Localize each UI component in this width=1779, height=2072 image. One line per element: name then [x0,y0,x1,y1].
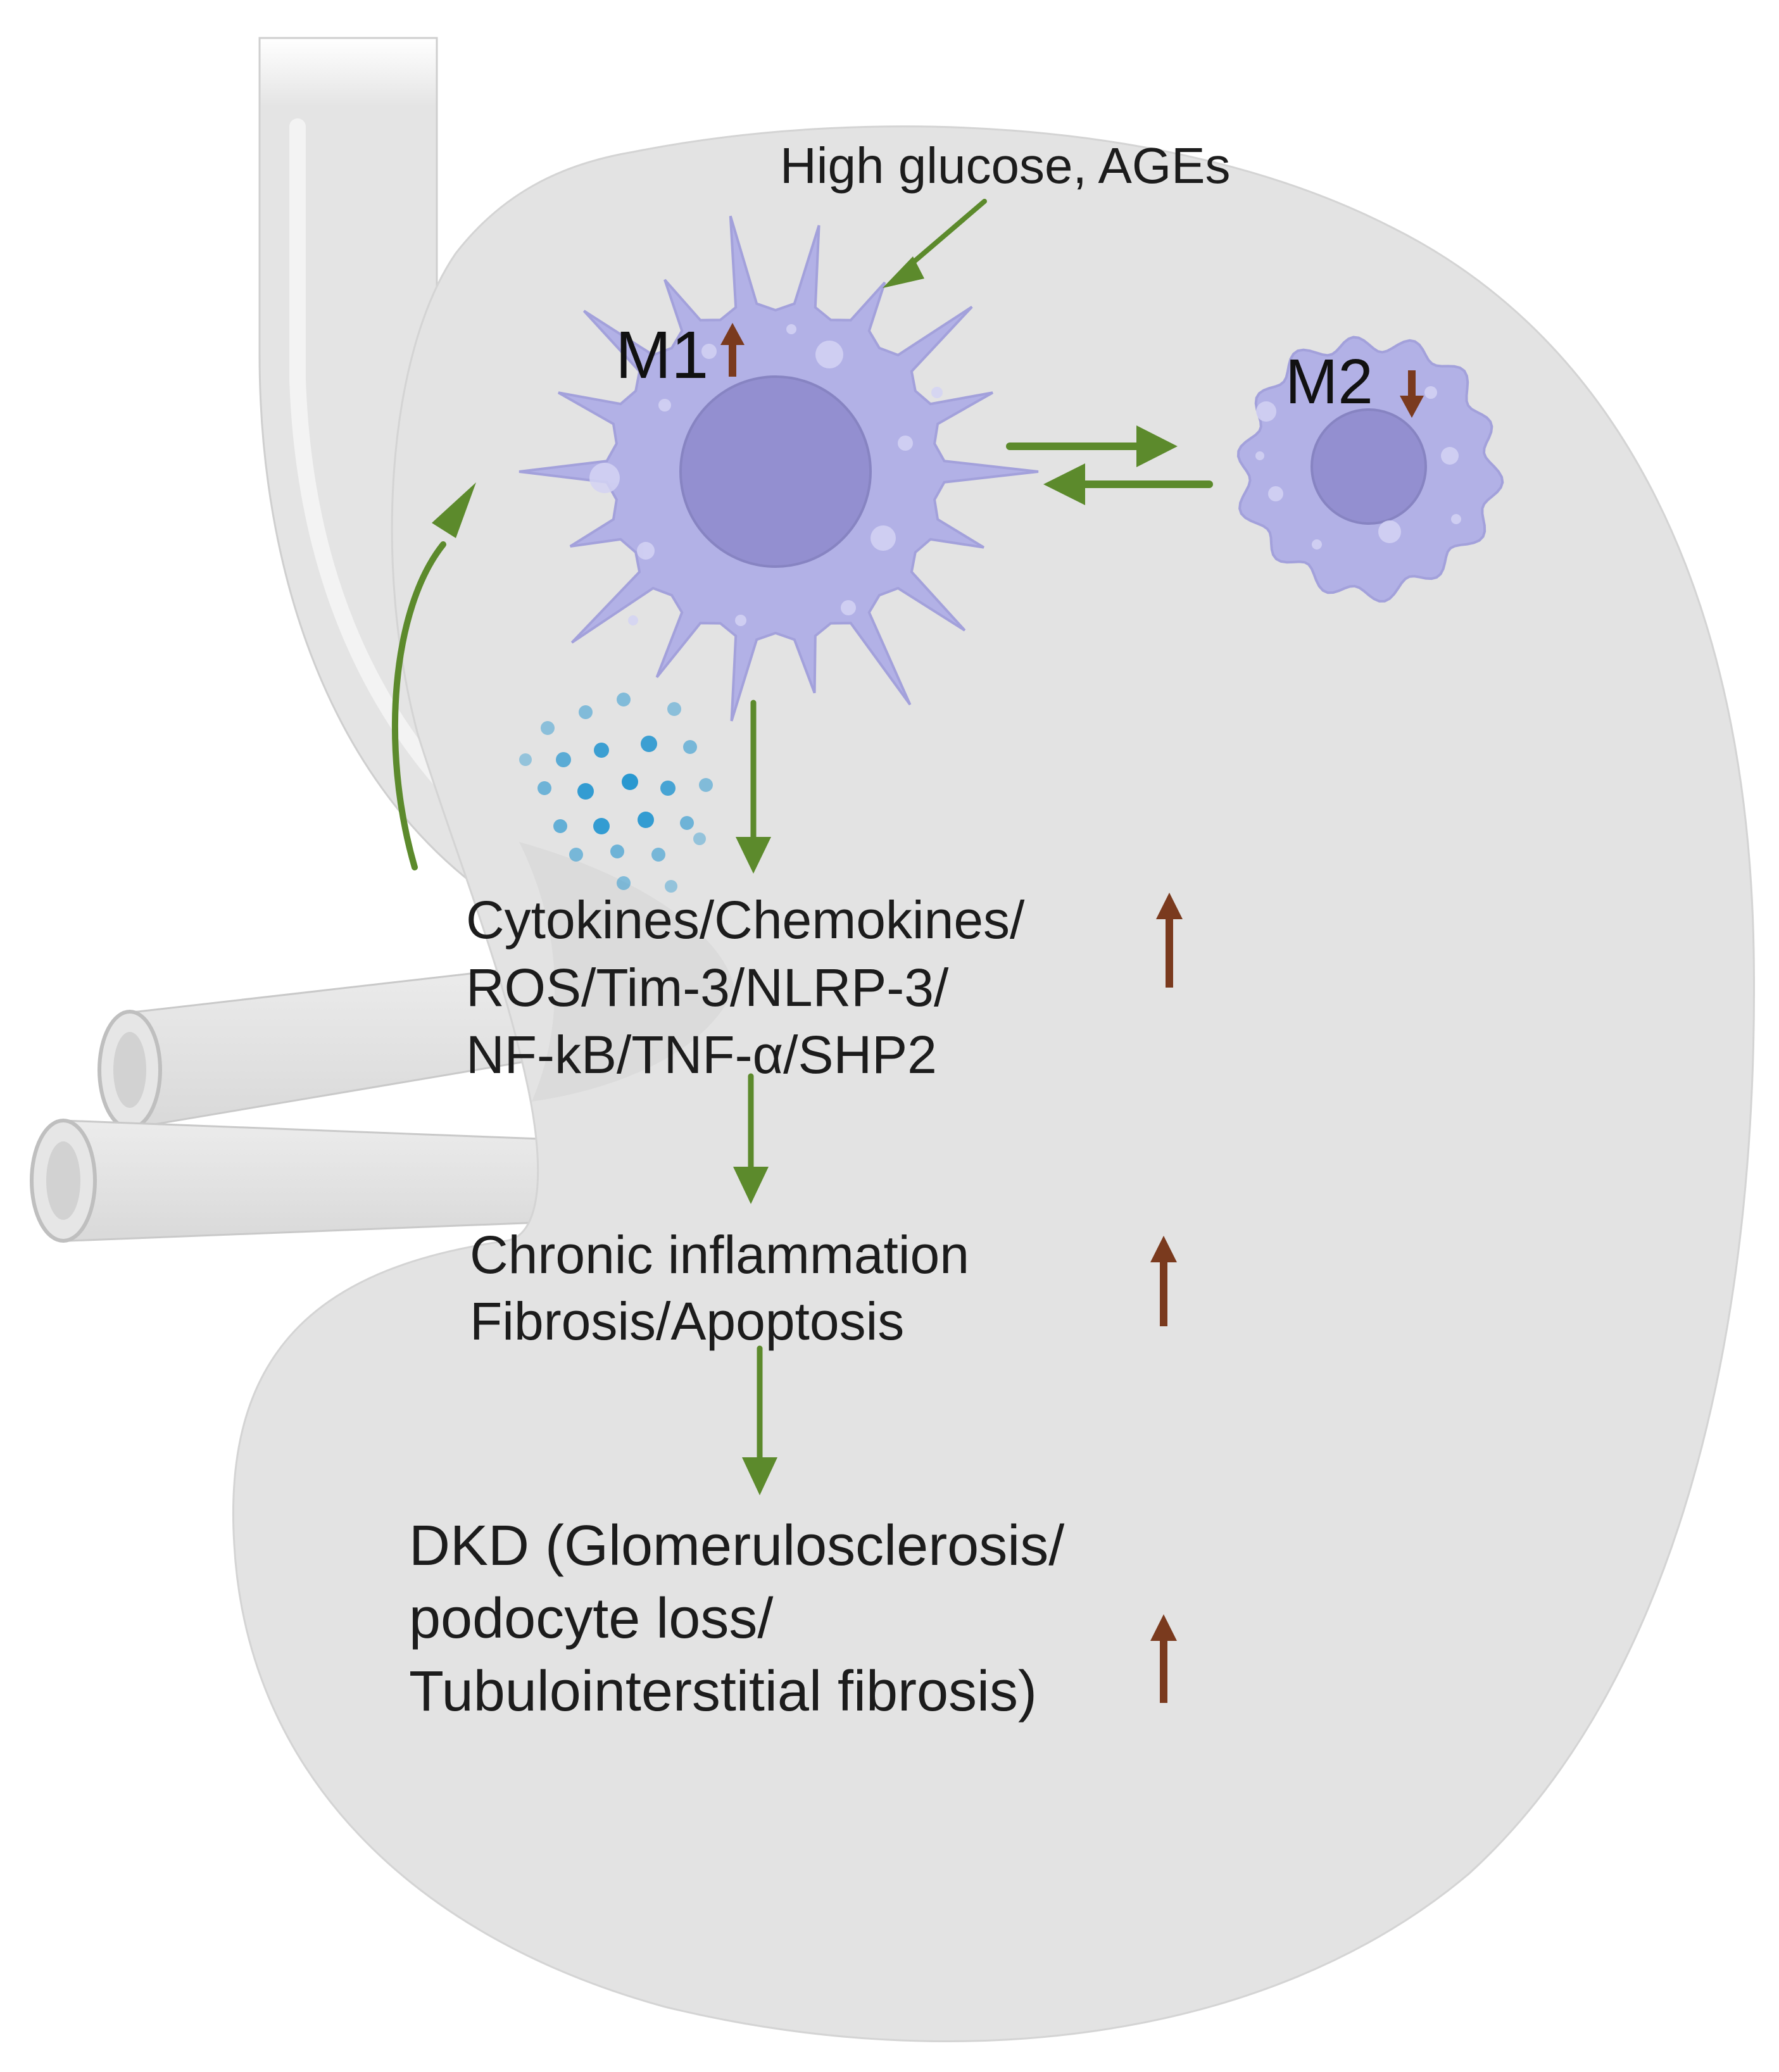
cytokine-dots [519,693,713,893]
feedback-curve-arrow [391,541,446,870]
outcome-line: DKD (Glomerulosclerosis/ [409,1514,1065,1578]
m2-label: M2 [1285,346,1373,417]
m1-to-mediators-arrowhead [736,837,771,874]
m2-nucleus [1311,408,1427,525]
effects-line: Chronic inflammation [470,1225,969,1284]
m2-down-arrow [1400,370,1424,418]
mediators-up-arrow [1156,893,1183,988]
flow-arrows [391,199,1213,1495]
outcome-up-arrow [1150,1614,1177,1703]
m2-vesicles [1255,386,1461,549]
effects-to-outcome-arrowhead [742,1457,777,1495]
outcome-line: Tubulointerstitial fibrosis) [409,1660,1038,1724]
mediators-line: NF-kB/TNF-α/SHP2 [466,1025,937,1085]
m2-to-m1-arrowhead [1043,463,1085,505]
trend-arrows [720,323,1424,1703]
m1-nucleus [679,375,872,568]
m1-to-m2-arrowhead [1136,425,1178,467]
effects-up-arrow [1150,1236,1177,1326]
outcome-line: podocyte loss/ [409,1587,774,1651]
feedback-arrowhead [432,482,476,538]
m1-up-arrow [720,323,745,377]
kidney-hilum [519,842,734,1102]
stimulus-arrowhead [883,256,924,288]
mediators-line: Cytokines/Chemokines/ [466,890,1025,950]
effects-line: Fibrosis/Apoptosis [470,1291,905,1351]
effects-text: Chronic inflammation Fibrosis/Apoptosis [470,1222,969,1355]
mediators-text: Cytokines/Chemokines/ ROS/Tim-3/NLRP-3/ … [466,886,1024,1089]
m2-macrophage [1236,336,1504,603]
stimulus-to-m1-arrow [903,199,987,272]
mediators-line: ROS/Tim-3/NLRP-3/ [466,957,949,1017]
renal-vessels [30,961,590,1243]
outcome-text: DKD (Glomerulosclerosis/ podocyte loss/ … [409,1510,1064,1729]
stimulus-label: High glucose, AGEs [780,137,1231,194]
m1-label: M1 [615,318,709,392]
m1-macrophage [519,215,1039,722]
m1-vesicles [589,324,943,626]
mediators-to-effects-arrowhead [733,1167,769,1204]
